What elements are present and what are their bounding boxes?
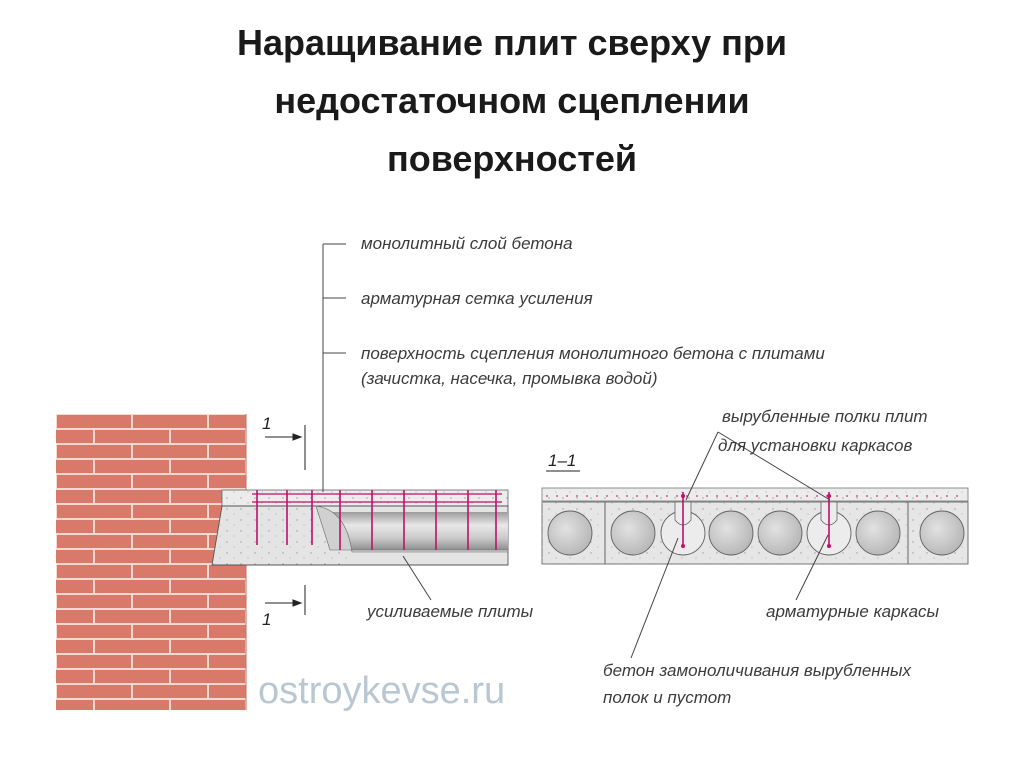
- title-line-3: поверхностей: [386, 138, 637, 179]
- section-label: 1–1: [548, 451, 576, 470]
- slab-void: [757, 510, 803, 556]
- slab-cross-section: [541, 487, 969, 565]
- slab-void: [919, 510, 965, 556]
- section-leaders: [402, 431, 831, 659]
- label-cut-shelves-2: для установки каркасов: [718, 436, 912, 455]
- layer-leaders: [322, 243, 346, 492]
- monolithic-layer-fill: [222, 490, 508, 506]
- label-grout-1: бетон замоноличивания вырубленных: [603, 661, 912, 680]
- label-rebar-mesh: арматурная сетка усиления: [361, 289, 593, 308]
- title-line-2: недостаточном сцеплении: [274, 80, 750, 121]
- section-mark-bottom: 1: [262, 610, 271, 629]
- slab-void: [708, 510, 754, 556]
- slab-side-view: [211, 489, 509, 566]
- slab-void: [610, 510, 656, 556]
- watermark: ostroykevse.ru: [258, 670, 505, 712]
- section-mark-top: 1: [262, 414, 271, 433]
- label-reinforced-slabs: усиливаемые плиты: [366, 602, 534, 621]
- title-line-1: Наращивание плит сверху при: [236, 22, 788, 63]
- label-rebar-cages: арматурные каркасы: [766, 602, 940, 621]
- hollow-channel-end: [315, 505, 509, 553]
- label-cut-shelves-1: вырубленные полки плит: [722, 407, 928, 426]
- label-bond-surface-1: поверхность сцепления монолитного бетона…: [361, 344, 825, 363]
- slab-void: [547, 510, 593, 556]
- slab-end-solid: [212, 506, 352, 565]
- section-cut-marks: [265, 425, 306, 615]
- label-grout-2: полок и пустот: [603, 688, 731, 707]
- hollow-channel: [330, 512, 508, 550]
- slide-title: Наращивание плит сверху при недостаточно…: [0, 14, 1024, 188]
- slab-void: [855, 510, 901, 556]
- label-bond-surface-2: (зачистка, насечка, промывка водой): [361, 369, 658, 388]
- label-monolithic-layer: монолитный слой бетона: [361, 234, 573, 253]
